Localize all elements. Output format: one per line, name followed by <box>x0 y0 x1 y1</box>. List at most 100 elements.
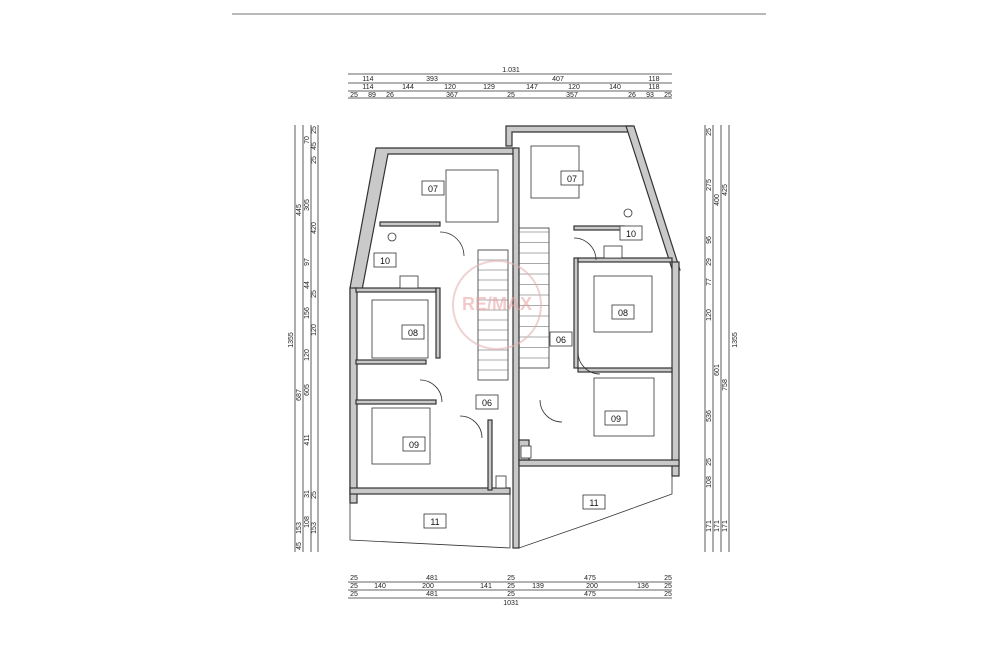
bed-icon <box>593 275 653 333</box>
dim-right-c9: 171 <box>706 520 713 532</box>
dim-bot-r3-2: 25 <box>507 591 515 598</box>
dim-top-total: 1.031 <box>502 67 520 74</box>
room-bed-low-left: 09 <box>402 436 426 452</box>
dim-top-r2-3: 129 <box>483 84 495 91</box>
dim-top-r1-2: 407 <box>552 76 564 83</box>
dim-top-r3-8: 25 <box>664 92 672 99</box>
dim-right-c8: 108 <box>706 476 713 488</box>
watermark-text: RE/MAX <box>462 294 532 314</box>
dim-left-total: 1355 <box>288 332 295 348</box>
dim-right-c4: 77 <box>706 278 713 286</box>
toilet-icon <box>623 208 633 218</box>
bath-fixtures <box>387 208 633 489</box>
dim-right-c1: 275 <box>706 179 713 191</box>
dim-top-r1-1: 393 <box>426 76 438 83</box>
bottom-dimension-chain: 25 481 25 475 25 25 140 200 141 25 139 2… <box>348 575 672 607</box>
bed-icon <box>593 377 655 437</box>
room-label: 11 <box>589 498 598 508</box>
room-label: 08 <box>618 308 628 318</box>
dim-bot-r3-0: 25 <box>350 591 358 598</box>
room-hall-left: 06 <box>475 394 499 410</box>
dim-bot-r1-0: 25 <box>350 575 358 582</box>
dim-left-c2: 25 <box>311 156 318 164</box>
dim-right-a2: 171 <box>722 520 729 532</box>
dim-right-c7: 25 <box>706 458 713 466</box>
dim-right-c2: 96 <box>706 236 713 244</box>
dim-left-b1: 305 <box>304 199 311 211</box>
dim-left-b2: 97 <box>304 258 311 266</box>
dim-bot-r2-4: 25 <box>507 583 515 590</box>
dim-bot-r2-5: 139 <box>532 583 544 590</box>
room-label: 09 <box>611 414 621 424</box>
room-label: 08 <box>408 328 418 338</box>
dim-bot-r2-0: 25 <box>350 583 358 590</box>
dim-top-r2-4: 147 <box>526 84 538 91</box>
staircase <box>477 227 550 381</box>
dim-top-r2-7: 118 <box>648 84 659 91</box>
room-label: 06 <box>556 335 566 345</box>
dim-bot-r1-1: 481 <box>426 575 438 582</box>
toilet-icon <box>387 232 397 242</box>
room-label: 06 <box>482 398 492 408</box>
dim-bot-r2-2: 200 <box>422 583 434 590</box>
room-bed-low-right: 09 <box>604 410 628 426</box>
room-bed-mid-left: 08 <box>401 324 425 340</box>
left-dimension-chain: 1355 445 687 153 45 70 305 97 44 156 120… <box>288 125 319 552</box>
dim-bot-r2-1: 140 <box>374 583 386 590</box>
bed-icon <box>371 407 431 465</box>
dim-top-r3-7: 93 <box>646 92 654 99</box>
room-bath-left: 10 <box>373 252 397 268</box>
dim-left-b3: 44 <box>304 281 311 289</box>
dim-right-c0: 25 <box>706 128 713 136</box>
dim-left-b9: 108 <box>304 516 311 528</box>
dim-left-b7: 411 <box>304 434 311 445</box>
dim-bot-r3-4: 25 <box>664 591 672 598</box>
dim-left-a3: 45 <box>296 542 303 550</box>
dim-top-r3-6: 26 <box>628 92 636 99</box>
room-label: 10 <box>380 256 390 266</box>
dim-left-b6: 605 <box>304 384 311 396</box>
dim-left-c0: 25 <box>311 126 318 134</box>
dim-left-a1: 687 <box>296 389 303 401</box>
dim-left-a2: 153 <box>296 522 303 534</box>
dim-bot-r2-8: 25 <box>664 583 672 590</box>
room-bath-right: 10 <box>619 225 643 241</box>
dim-left-b0: 70 <box>304 136 311 144</box>
room-bed-top-right: 07 <box>560 170 584 186</box>
dim-bot-r2-3: 141 <box>480 583 492 590</box>
remax-watermark: RE/MAX <box>452 260 542 350</box>
beds <box>371 145 655 465</box>
dim-right-c6: 536 <box>706 410 713 422</box>
dim-right-b1: 601 <box>714 364 721 376</box>
dim-top-r3-5: 357 <box>566 92 578 99</box>
dim-right-a1: 758 <box>722 379 729 391</box>
dim-left-c7: 153 <box>311 522 318 534</box>
sink-icon <box>520 445 532 459</box>
right-dimension-chain: 25 275 96 29 77 120 536 25 108 171 400 6… <box>704 125 739 552</box>
dim-top-r1-3: 118 <box>648 76 659 83</box>
dim-bot-r2-7: 136 <box>637 583 649 590</box>
dim-left-a0: 445 <box>296 204 303 216</box>
room-label: 07 <box>428 184 438 194</box>
dim-top-r3-0: 25 <box>350 92 358 99</box>
dim-top-r3-2: 26 <box>386 92 394 99</box>
dim-top-r2-6: 140 <box>609 84 621 91</box>
dim-right-b0: 400 <box>714 194 721 206</box>
room-bed-mid-right: 08 <box>611 304 635 320</box>
room-label: 09 <box>409 440 419 450</box>
dim-left-c1: 45 <box>311 142 318 150</box>
dim-bot-r1-4: 25 <box>664 575 672 582</box>
room-labels: 07 07 10 10 08 08 06 06 <box>373 170 643 529</box>
room-terrace-left: 11 <box>423 513 447 529</box>
room-terrace-right: 11 <box>582 494 606 510</box>
room-label: 11 <box>430 517 439 527</box>
dim-bot-r1-2: 25 <box>507 575 515 582</box>
room-label: 10 <box>626 229 636 239</box>
dim-bot-r1-3: 475 <box>584 575 596 582</box>
dim-left-c5: 120 <box>311 324 318 336</box>
room-hall-right: 06 <box>549 331 573 347</box>
dim-bot-total: 1031 <box>503 600 519 607</box>
bed-icon <box>445 169 499 223</box>
dim-left-b5: 120 <box>304 349 311 361</box>
